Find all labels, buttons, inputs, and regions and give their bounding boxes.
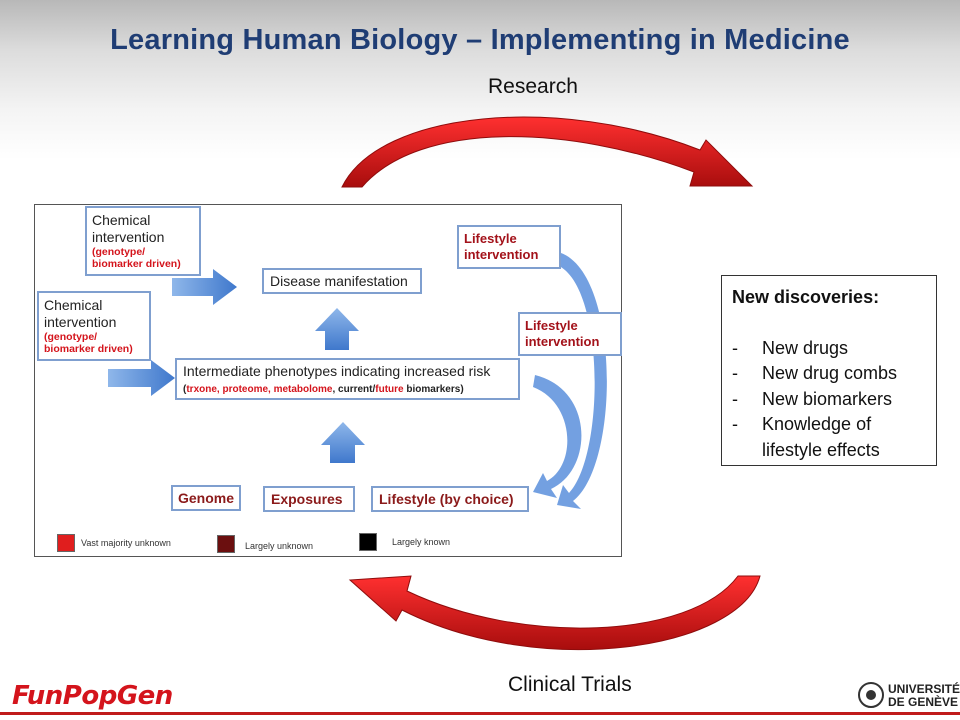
exposures-text: Exposures <box>271 491 343 507</box>
genome-text: Genome <box>178 490 235 506</box>
lifestyle-choice-text: Lifestyle (by choice) <box>379 491 514 507</box>
discoveries-list: - New drugs - New drug combs - New biomarke… <box>732 336 926 464</box>
bottom-bar <box>0 712 960 715</box>
biology-diagram: Chemical intervention (genotype/ biomark… <box>34 204 622 557</box>
dash-marker: - <box>732 363 738 383</box>
disease-manifestation-box: Disease manifestation <box>262 268 422 294</box>
unige-line1: UNIVERSITÉ <box>888 682 960 696</box>
new-discoveries-heading: New discoveries: <box>732 287 880 307</box>
disease-manifestation-text: Disease manifestation <box>270 273 408 289</box>
unige-logo-text: UNIVERSITÉ DE GENÈVE <box>888 683 960 709</box>
list-item: - Knowledge of lifestyle effects <box>732 412 926 463</box>
list-item: - New drug combs <box>732 361 926 387</box>
up-arrow-lower <box>321 422 365 463</box>
unige-seal-icon <box>858 682 884 708</box>
clinical-trials-label: Clinical Trials <box>508 673 632 696</box>
dash-marker: - <box>732 337 738 358</box>
legend-label-largely-known: Largely known <box>392 537 451 547</box>
chemical-intervention-left-note: (genotype/ biomarker driven) <box>44 331 133 355</box>
slide-title: Learning Human Biology – Implementing in… <box>110 24 850 56</box>
list-item: - New biomarkers <box>732 387 926 413</box>
chemical-intervention-top: Chemical intervention (genotype/ biomark… <box>85 206 201 276</box>
intermediate-phenotypes-sub: (trxone, proteome, metabolome, current/f… <box>183 381 512 398</box>
chemical-intervention-left-title: Chemical intervention <box>44 297 117 330</box>
dash-marker: - <box>732 388 738 409</box>
unige-line2: DE GENÈVE <box>888 695 959 709</box>
unige-logo: UNIVERSITÉ DE GENÈVE <box>858 682 960 712</box>
lifestyle-intervention-top: Lifestyle intervention <box>457 225 561 269</box>
legend-swatch-vast-unknown <box>57 534 75 552</box>
biomarkers-text: biomarkers) <box>403 384 464 395</box>
legend-swatch-largely-unknown <box>217 535 235 553</box>
lifestyle-intervention-mid: Lifestyle intervention <box>518 312 622 356</box>
dash-marker: - <box>732 414 738 434</box>
list-item: - New drugs <box>732 336 926 362</box>
chemical-intervention-top-title: Chemical intervention <box>92 212 165 245</box>
discovery-new-biomarkers: New biomarkers <box>762 388 893 409</box>
legend-label-vast-unknown: Vast majority unknown <box>81 538 171 548</box>
chem-left-arrow <box>108 360 175 396</box>
chemical-intervention-top-note: (genotype/ biomarker driven) <box>92 246 181 270</box>
funpopgen-logo: FunPopGen <box>12 681 173 711</box>
exposures-box: Exposures <box>263 486 355 512</box>
omics-text: trxone, proteome, metabolome <box>186 384 333 395</box>
research-arrow <box>341 116 754 188</box>
lifestyle-intervention-top-text: Lifestyle intervention <box>464 231 539 262</box>
legend-swatch-largely-known <box>359 533 377 551</box>
legend-label-largely-unknown: Largely unknown <box>245 541 314 551</box>
chem-top-arrow <box>172 269 237 305</box>
discovery-new-drug-combs: New drug combs <box>762 363 898 383</box>
genome-box: Genome <box>171 485 241 511</box>
lifestyle-intervention-mid-text: Lifestyle intervention <box>525 318 600 349</box>
new-discoveries-box: New discoveries: - New drugs - New drug co… <box>721 275 937 466</box>
future-text: future <box>375 384 404 395</box>
current-text: , current/ <box>332 384 376 395</box>
clinical-trials-arrow <box>348 575 761 651</box>
intermediate-phenotypes-box: Intermediate phenotypes indicating incre… <box>175 358 520 400</box>
discovery-lifestyle-knowledge: Knowledge of lifestyle effects <box>762 414 880 460</box>
chemical-intervention-left: Chemical intervention (genotype/ biomark… <box>37 291 151 361</box>
sub-open-paren: ( <box>183 384 187 395</box>
discovery-new-drugs: New drugs <box>762 337 849 358</box>
intermediate-phenotypes-title: Intermediate phenotypes indicating incre… <box>183 363 491 379</box>
lifestyle-choice-box: Lifestyle (by choice) <box>371 486 529 512</box>
research-label: Research <box>488 75 578 98</box>
funpopgen-logo-text: FunPopGen <box>12 681 173 711</box>
up-arrow-upper <box>315 308 359 350</box>
lifestyle-curve-short <box>533 375 582 498</box>
